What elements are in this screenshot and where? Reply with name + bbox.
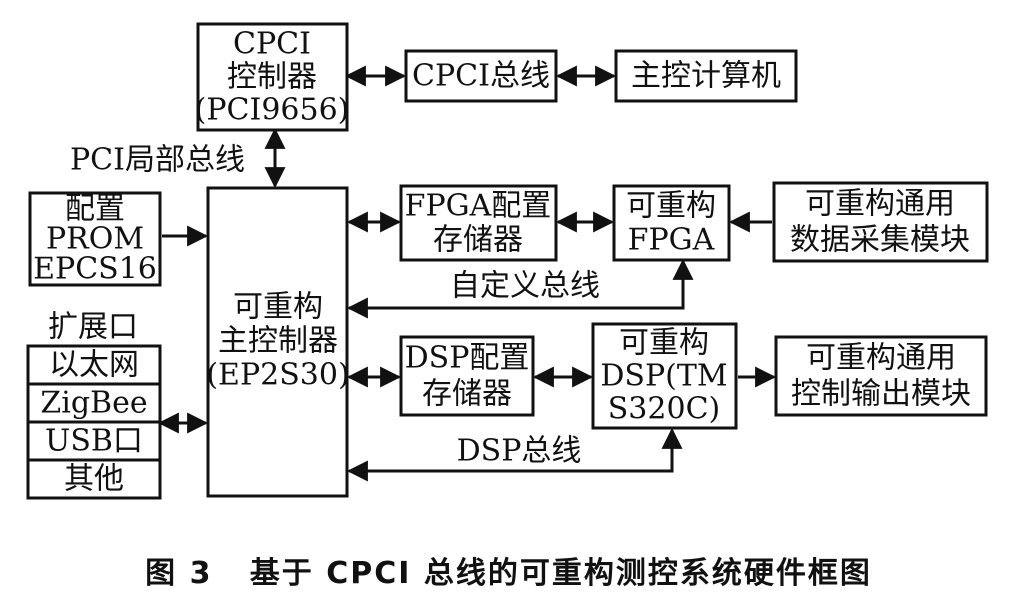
port-zigbee: ZigBee	[40, 386, 147, 421]
block-dsp-config-memory-line-1: DSP配置	[405, 341, 530, 376]
block-reconfigurable-fpga-line-1: 可重构	[626, 189, 716, 224]
block-config-prom: 配置 PROM EPCS16	[28, 191, 162, 287]
block-host-computer-label: 主控计算机	[631, 59, 781, 94]
block-cpci-bus: CPCI总线	[404, 49, 558, 103]
block-cpci-controller-line-2: 控制器	[227, 60, 317, 95]
block-dsp-config-memory-line-2: 存储器	[422, 377, 512, 412]
block-reconfigurable-dsp-line-3: S320C)	[608, 392, 720, 427]
block-fpga-config-memory: FPGA配置 存储器	[399, 184, 558, 262]
port-other: 其他	[64, 462, 124, 497]
block-daq-module-line-2: 数据采集模块	[790, 223, 970, 258]
port-usb: USB口	[45, 424, 143, 459]
block-config-prom-line-3: EPCS16	[33, 252, 157, 287]
label-pci-local-bus: PCI局部总线	[70, 143, 245, 178]
block-control-output-module: 可重构通用 控制输出模块	[774, 335, 988, 417]
block-daq-module-line-1: 可重构通用	[805, 187, 955, 222]
block-reconfigurable-dsp-line-2: DSP(TM	[600, 359, 727, 394]
block-main-controller-line-1: 可重构	[233, 290, 323, 325]
label-dsp-bus: DSP总线	[457, 434, 582, 469]
block-config-prom-line-1: 配置	[65, 192, 125, 227]
link-dsp-bus	[346, 427, 683, 482]
block-main-controller-line-3: (EP2S30)	[206, 358, 349, 393]
block-dsp-config-memory: DSP配置 存储器	[399, 335, 535, 417]
link-custom-bus	[346, 258, 694, 319]
block-control-output-module-line-2: 控制输出模块	[791, 377, 971, 412]
label-custom-bus: 自定义总线	[450, 269, 600, 304]
port-ethernet: 以太网	[49, 348, 139, 383]
block-cpci-controller-line-3: (PCI9656)	[195, 93, 350, 128]
expansion-ports-title: 扩展口	[48, 310, 138, 345]
block-reconfigurable-fpga: 可重构 FPGA	[612, 184, 731, 262]
block-main-controller-line-2: 主控制器	[218, 324, 338, 359]
block-cpci-bus-label: CPCI总线	[412, 59, 550, 94]
block-config-prom-line-2: PROM	[46, 222, 144, 257]
block-cpci-controller-line-1: CPCI	[233, 27, 311, 62]
block-main-controller: 可重构 主控制器 (EP2S30)	[206, 186, 350, 498]
block-reconfigurable-dsp: 可重构 DSP(TM S320C)	[591, 322, 738, 430]
block-control-output-module-line-1: 可重构通用	[806, 341, 956, 376]
block-cpci-controller: CPCI 控制器 (PCI9656)	[195, 22, 350, 132]
block-fpga-config-memory-line-1: FPGA配置	[405, 189, 552, 224]
block-reconfigurable-dsp-line-1: 可重构	[619, 326, 709, 361]
block-host-computer: 主控计算机	[614, 49, 798, 103]
block-daq-module: 可重构通用 数据采集模块	[772, 181, 989, 263]
block-reconfigurable-fpga-line-2: FPGA	[628, 223, 715, 258]
block-fpga-config-memory-line-2: 存储器	[433, 223, 523, 258]
figure-caption: 图 3 基于 CPCI 总线的可重构测控系统硬件框图	[145, 556, 872, 591]
expansion-ports: 扩展口 以太网 ZigBee USB口 其他	[26, 310, 162, 500]
